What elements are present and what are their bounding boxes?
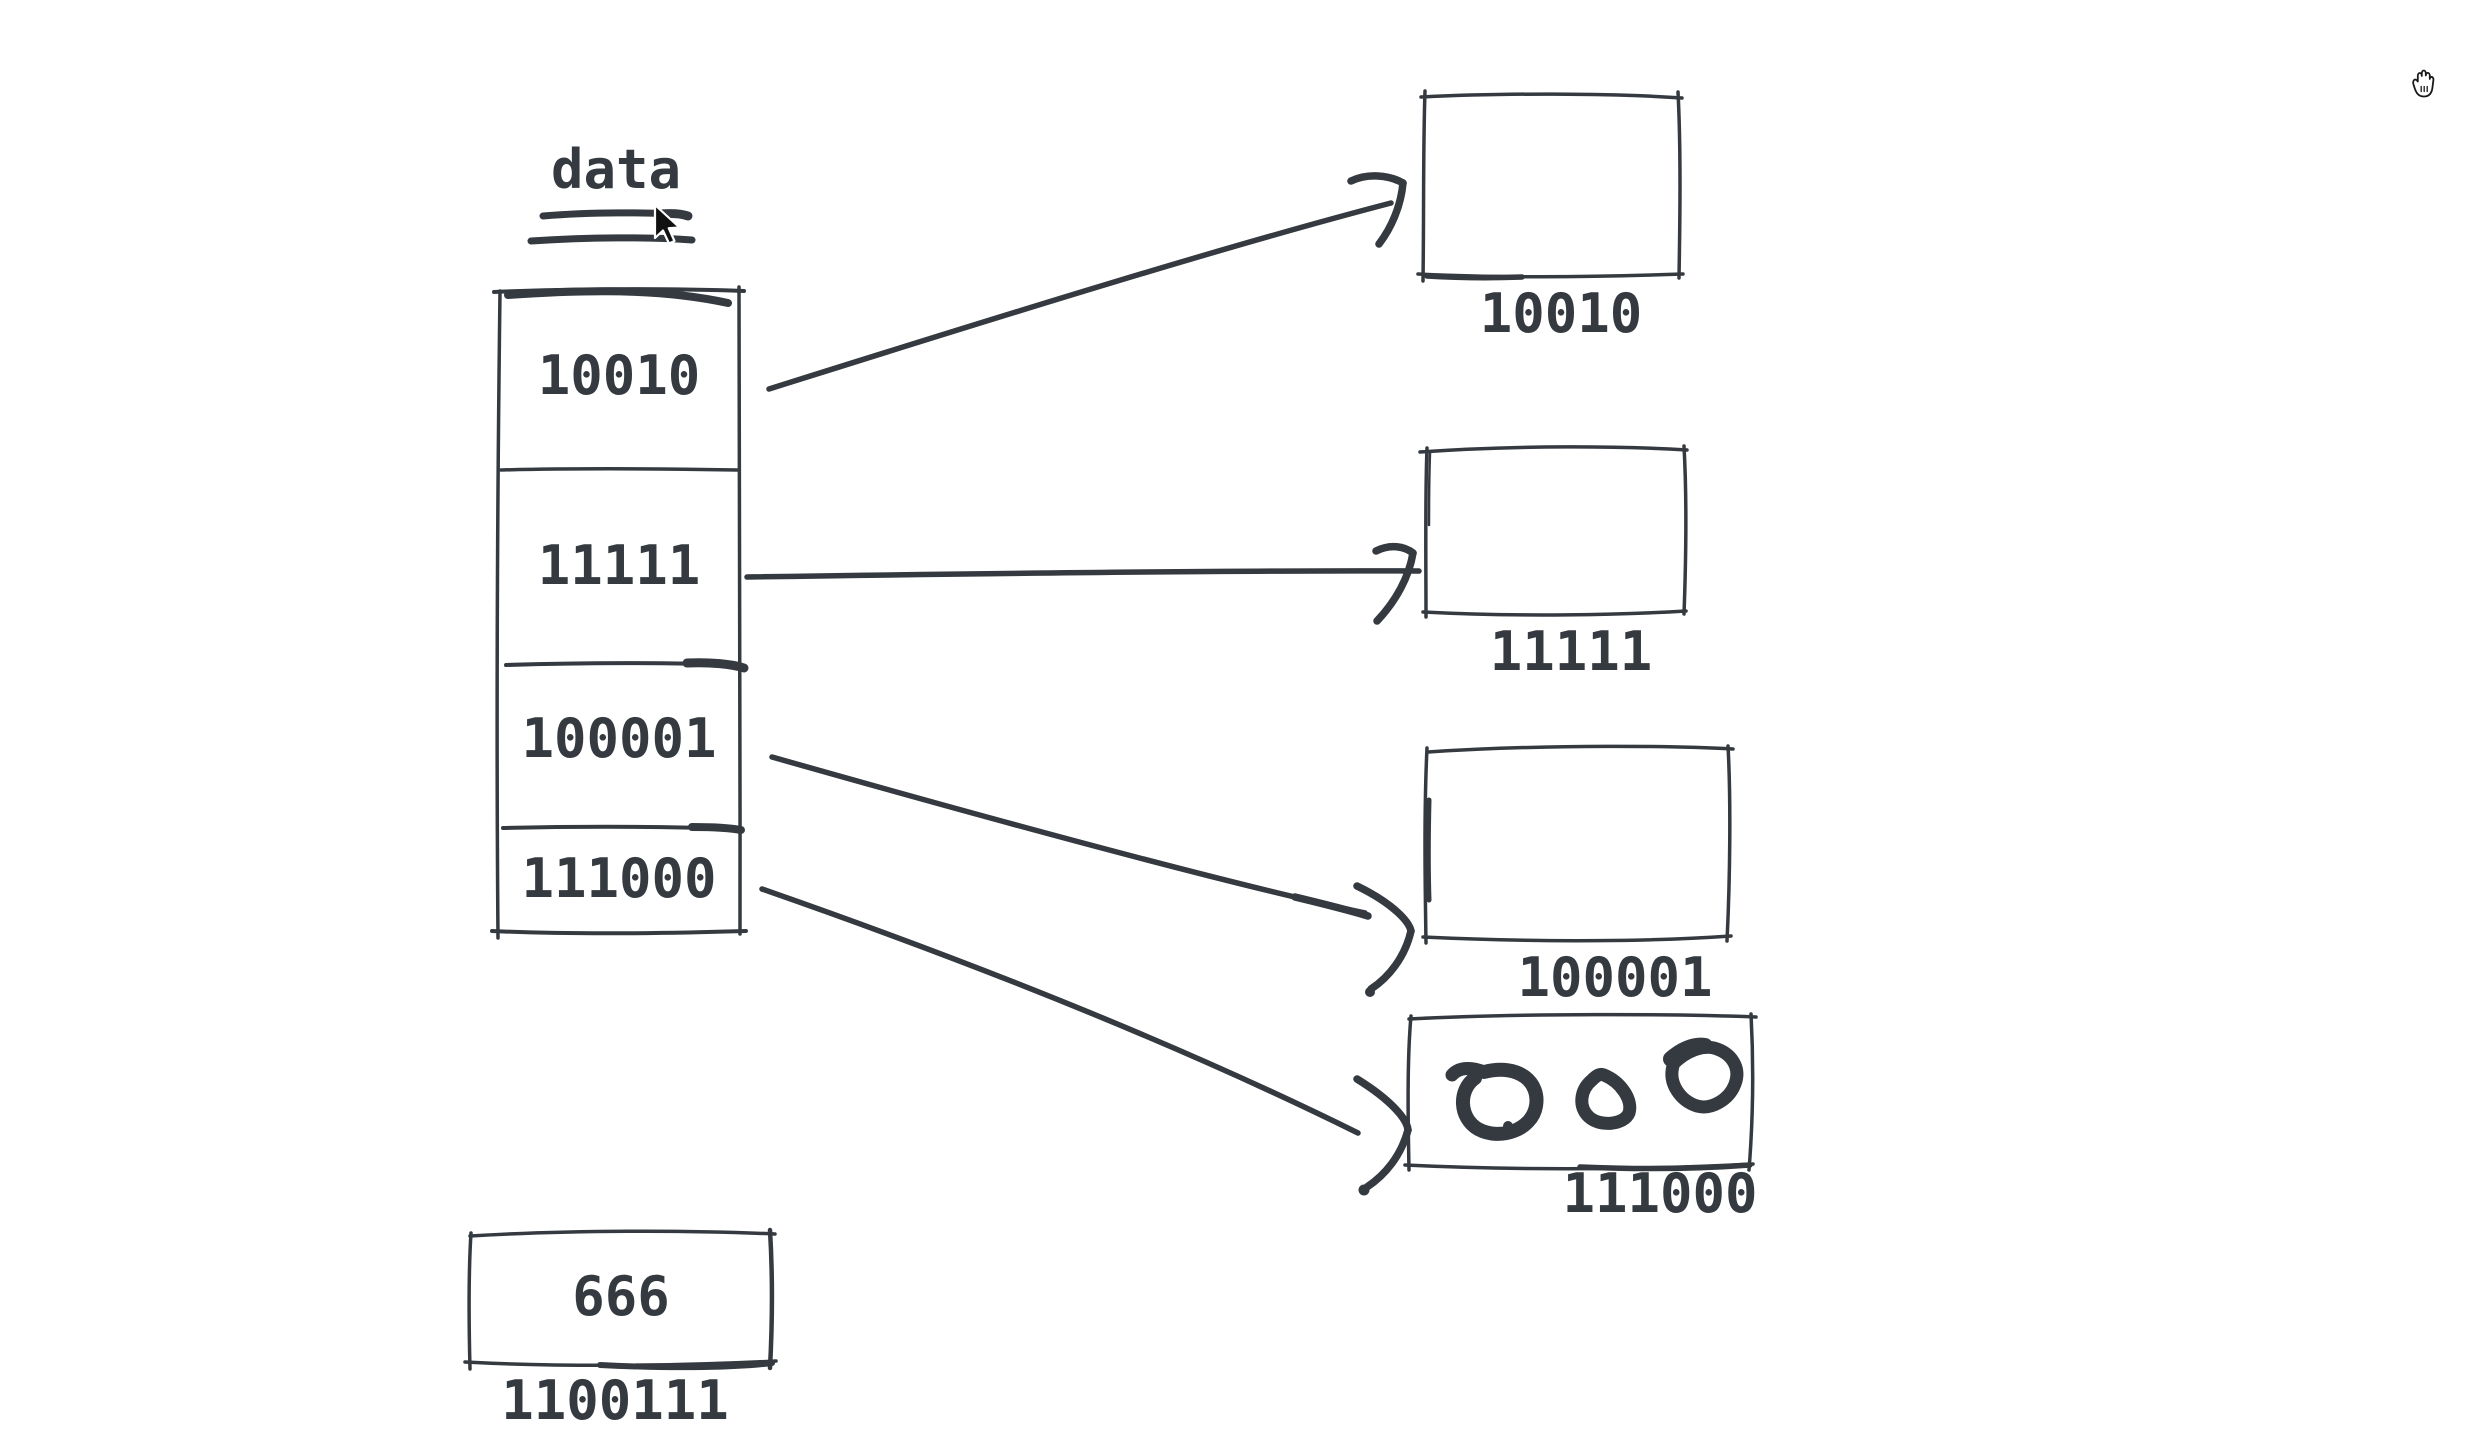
stack-row-value[interactable]: 100001: [521, 707, 717, 770]
stack-row-value[interactable]: 111000: [521, 847, 717, 910]
doodle-scribbles[interactable]: [1445, 1037, 1744, 1141]
orphan-box-label[interactable]: 1100111: [501, 1369, 729, 1432]
target-box-3[interactable]: [1421, 744, 1735, 945]
stack-row-value[interactable]: 11111: [537, 534, 701, 597]
target-box-2[interactable]: [1418, 444, 1689, 619]
target-box-label[interactable]: 11111: [1489, 620, 1653, 683]
target-box-1[interactable]: [1416, 89, 1685, 283]
orphan-box-value[interactable]: 666: [572, 1265, 670, 1328]
connector-arrow-4[interactable]: [759, 886, 1412, 1196]
connector-arrow-1[interactable]: [766, 172, 1407, 392]
connector-arrow-3[interactable]: [769, 754, 1415, 997]
target-box-label[interactable]: 100001: [1517, 946, 1713, 1009]
target-box-label[interactable]: 111000: [1562, 1162, 1758, 1225]
target-box-4[interactable]: [1403, 1012, 1758, 1172]
stack-row-value[interactable]: 10010: [537, 344, 701, 407]
data-stack-title[interactable]: data: [550, 138, 682, 201]
target-box-label[interactable]: 10010: [1479, 282, 1643, 345]
arrow-pointer-cursor: [653, 203, 681, 245]
orphan-box[interactable]: [463, 1227, 778, 1371]
data-stack-box[interactable]: [490, 285, 749, 940]
connector-arrow-2[interactable]: [744, 542, 1422, 625]
open-hand-cursor: [2412, 69, 2435, 98]
